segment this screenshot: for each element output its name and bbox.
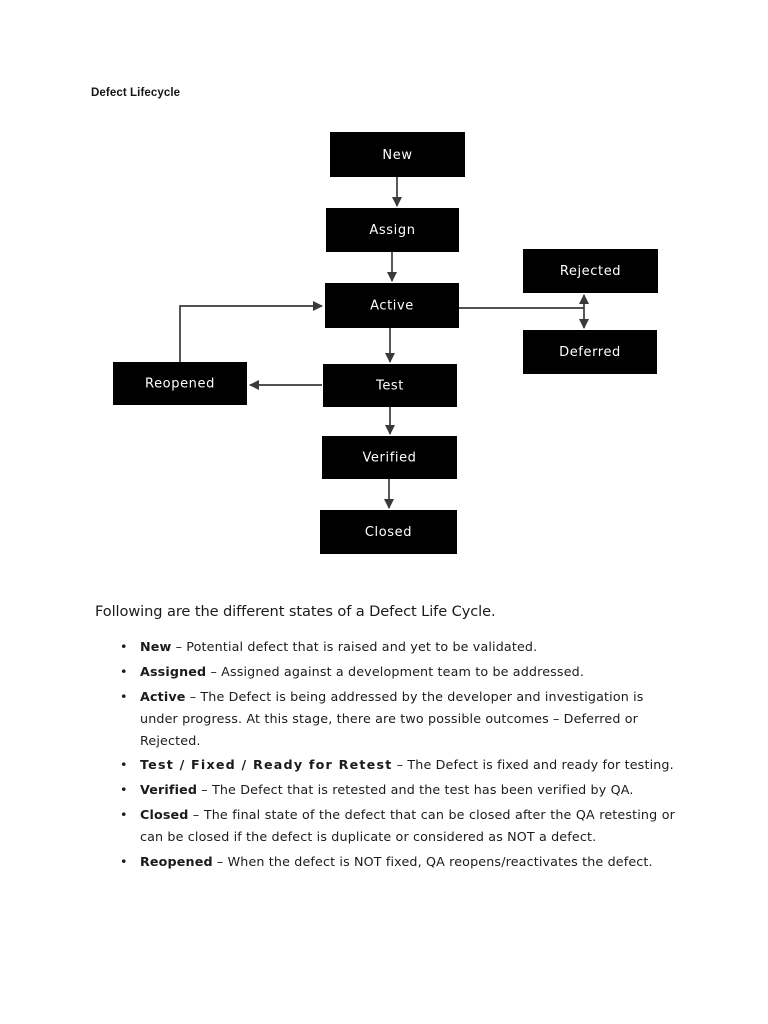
node-assign: Assign (326, 208, 459, 252)
em-dash: – (192, 807, 200, 823)
state-description: Assigned against a development team to b… (221, 664, 585, 679)
state-description: The Defect that is retested and the test… (211, 782, 634, 798)
node-label-rejected: Rejected (560, 264, 621, 279)
em-dash: – (201, 782, 208, 798)
list-item: • New – Potential defect that is raised … (95, 636, 675, 658)
state-term: Reopened (140, 853, 213, 869)
bullet-icon: • (120, 639, 128, 655)
em-dash: – (216, 853, 224, 869)
state-term: New (140, 639, 172, 655)
state-description: The final state of the defect that can b… (140, 807, 675, 844)
states-description-section: Following are the different states of a … (95, 601, 675, 876)
list-item: • Reopened – When the defect is NOT fixe… (95, 851, 675, 873)
node-active: Active (325, 283, 459, 328)
bullet-icon: • (120, 807, 128, 823)
state-description: When the defect is NOT fixed, QA reopens… (227, 853, 653, 869)
defect-lifecycle-flowchart: New Assign Active Rejected Deferred Reop… (113, 132, 658, 554)
em-dash: – (396, 757, 404, 773)
node-label-reopened: Reopened (145, 377, 215, 392)
em-dash: – (189, 688, 197, 704)
node-deferred: Deferred (523, 330, 657, 374)
state-term: Closed (140, 807, 189, 823)
list-item: • Test / Fixed / Ready for Retest – The … (95, 754, 675, 776)
bullet-icon: • (120, 664, 128, 679)
bullet-icon: • (120, 782, 128, 798)
list-item: • Verified – The Defect that is retested… (95, 779, 675, 801)
node-label-test: Test (375, 379, 404, 394)
lead-paragraph: Following are the different states of a … (95, 603, 496, 620)
node-label-active: Active (370, 299, 414, 314)
state-description: Potential defect that is raised and yet … (186, 639, 538, 655)
state-term: Active (140, 688, 186, 704)
list-item: • Active – The Defect is being addressed… (95, 686, 675, 752)
node-label-verified: Verified (362, 451, 416, 466)
defect-states-list: • New – Potential defect that is raised … (95, 636, 675, 872)
node-test: Test (323, 364, 457, 407)
node-label-deferred: Deferred (559, 345, 621, 360)
bullet-icon: • (120, 757, 128, 773)
em-dash: – (175, 639, 183, 655)
state-description: The Defect is fixed and ready for testin… (407, 757, 674, 773)
edge-reopened-to-active (179, 300, 324, 362)
node-verified: Verified (322, 436, 457, 479)
state-term: Assigned (140, 664, 207, 679)
state-description: The Defect is being addressed by the dev… (140, 688, 644, 748)
bullet-icon: • (120, 688, 128, 704)
node-new: New (330, 132, 465, 177)
page-title: Defect Lifecycle (91, 87, 181, 99)
node-closed: Closed (320, 510, 457, 554)
bullet-icon: • (120, 853, 128, 869)
node-reopened: Reopened (113, 362, 247, 405)
list-item: • Closed – The final state of the defect… (95, 804, 675, 848)
em-dash: – (210, 664, 217, 679)
node-rejected: Rejected (523, 249, 658, 293)
node-label-assign: Assign (369, 223, 415, 238)
state-term: Test / Fixed / Ready for Retest (140, 757, 393, 773)
node-label-new: New (382, 148, 412, 163)
node-label-closed: Closed (365, 525, 412, 540)
state-term: Verified (140, 782, 198, 798)
list-item: • Assigned – Assigned against a developm… (95, 661, 675, 683)
